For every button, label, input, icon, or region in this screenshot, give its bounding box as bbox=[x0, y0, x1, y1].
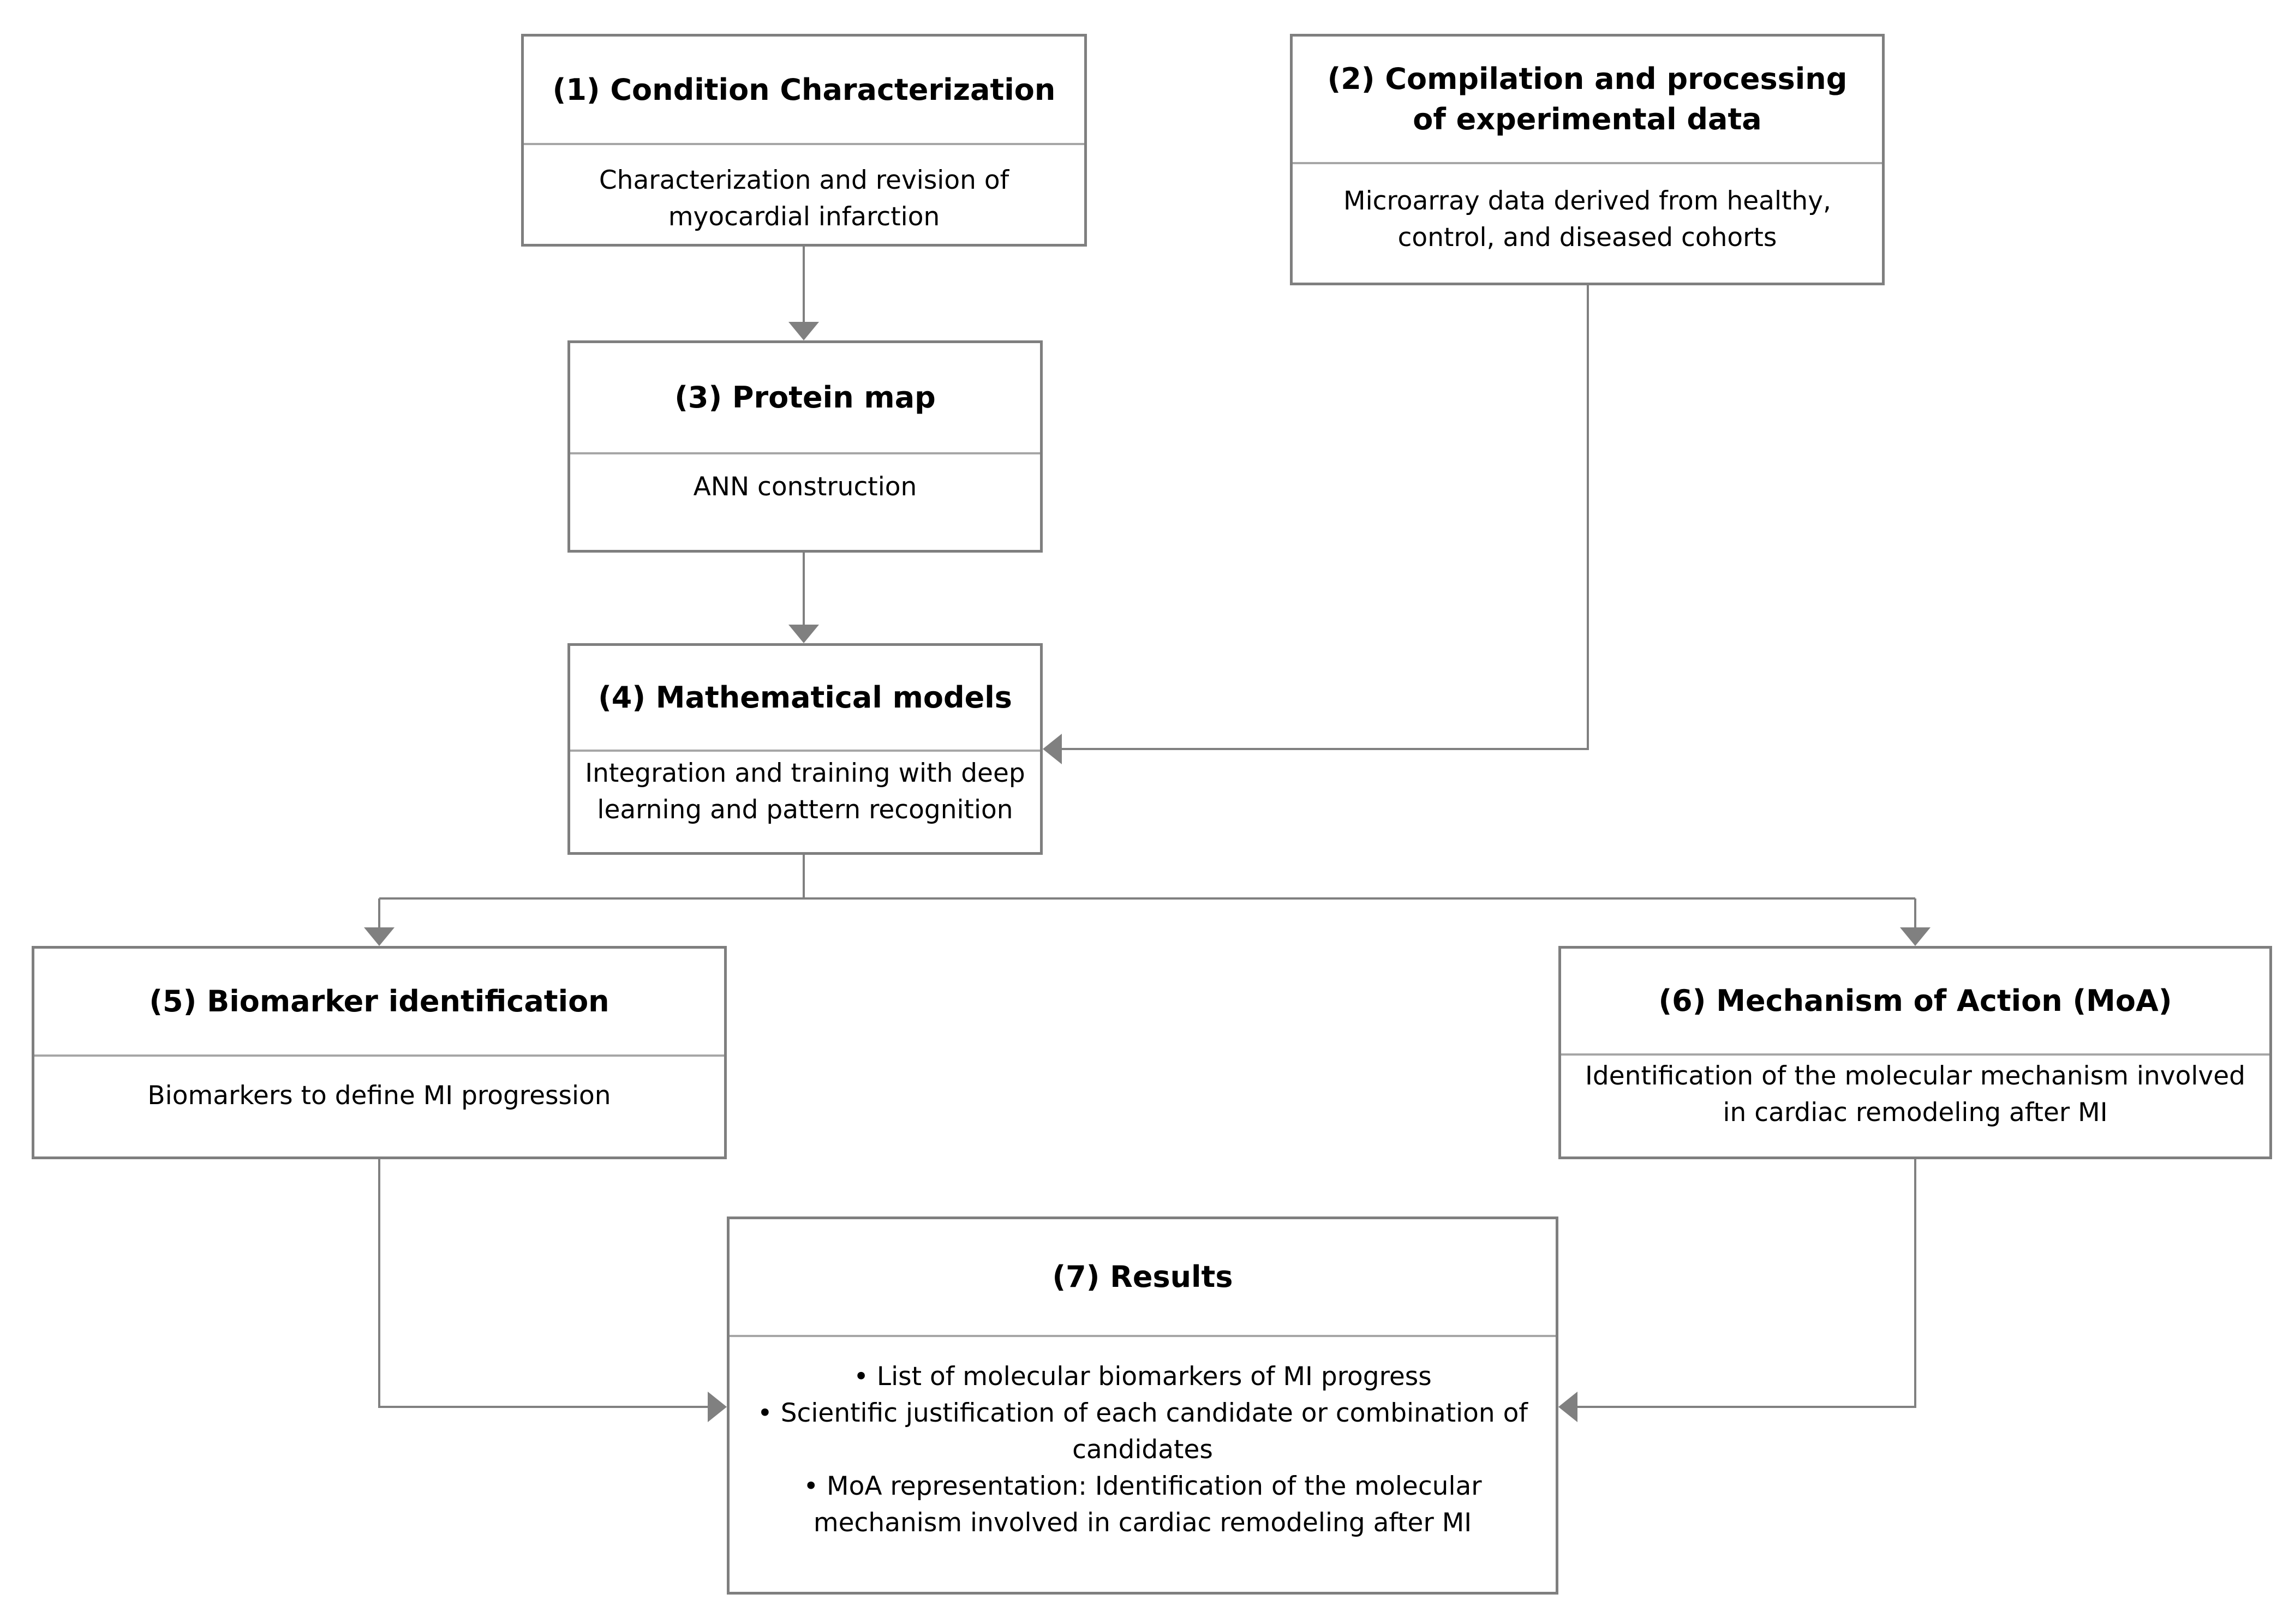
arrowhead-3-to-4 bbox=[788, 625, 819, 643]
step-2-body: Microarray data derived from healthy, co… bbox=[1343, 186, 1831, 253]
step-1-divider bbox=[524, 143, 1084, 145]
results-bullet-list: • List of molecular biomarkers of MI pro… bbox=[743, 1358, 1543, 1541]
step-5-body: Biomarkers to define MI progression bbox=[147, 1081, 611, 1111]
arrowhead-5-to-7 bbox=[708, 1392, 727, 1422]
connector-2-to-4 bbox=[1053, 285, 1589, 750]
connector-6-to-7 bbox=[1569, 1159, 1916, 1408]
step-2-box: (2) Compilation and processing of experi… bbox=[1290, 34, 1885, 285]
arrowhead-4-to-6 bbox=[1900, 927, 1931, 946]
step-6-divider bbox=[1561, 1053, 2269, 1056]
step-4-body: Integration and training with deep learn… bbox=[585, 758, 1025, 825]
arrowhead-2-to-4 bbox=[1043, 734, 1062, 764]
step-3-body: ANN construction bbox=[693, 472, 917, 502]
arrowhead-4-to-5 bbox=[364, 927, 395, 946]
step-6-box: (6) Mechanism of Action (MoA) Identifica… bbox=[1558, 946, 2272, 1159]
results-bullet-item: • Scientific justification of each candi… bbox=[757, 1398, 1528, 1465]
step-3-title: (3) Protein map bbox=[674, 380, 936, 415]
step-1-title: (1) Condition Characterization bbox=[552, 72, 1056, 107]
results-bullet-item: • List of molecular biomarkers of MI pro… bbox=[853, 1362, 1432, 1392]
step-5-divider bbox=[34, 1054, 724, 1057]
step-6-body: Identification of the molecular mechanis… bbox=[1585, 1061, 2245, 1128]
arrowhead-1-to-3 bbox=[788, 322, 819, 340]
step-1-body: Characterization and revision of myocard… bbox=[599, 165, 1009, 232]
step-4-divider bbox=[570, 750, 1040, 752]
step-5-box: (5) Biomarker identification Biomarkers … bbox=[32, 946, 727, 1159]
step-6-title: (6) Mechanism of Action (MoA) bbox=[1658, 984, 2172, 1018]
step-3-box: (3) Protein map ANN construction bbox=[567, 340, 1043, 553]
step-3-divider bbox=[570, 452, 1040, 454]
step-2-divider bbox=[1293, 162, 1882, 164]
step-7-bullets: • List of molecular biomarkers of MI pro… bbox=[730, 1358, 1556, 1541]
arrowhead-6-to-7 bbox=[1558, 1392, 1577, 1422]
step-4-title: (4) Mathematical models bbox=[598, 680, 1012, 715]
step-1-box: (1) Condition Characterization Character… bbox=[521, 34, 1087, 247]
step-7-title: (7) Results bbox=[1052, 1260, 1233, 1294]
step-5-title: (5) Biomarker identification bbox=[149, 984, 609, 1018]
results-bullet-item: • MoA representation: Identification of … bbox=[803, 1471, 1482, 1538]
connector-5-to-7 bbox=[378, 1159, 716, 1408]
step-7-divider bbox=[730, 1335, 1556, 1337]
step-4-box: (4) Mathematical models Integration and … bbox=[567, 643, 1043, 855]
step-7-box: (7) Results • List of molecular biomarke… bbox=[727, 1216, 1558, 1595]
step-2-title: (2) Compilation and processing of experi… bbox=[1327, 62, 1848, 136]
